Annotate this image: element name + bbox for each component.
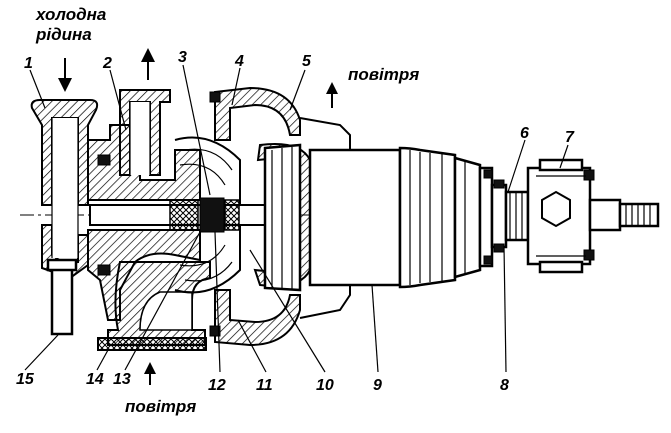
label-cold-liquid-1: холодна [35, 5, 106, 24]
callout-2: 2 [102, 55, 112, 72]
callout-6: 6 [520, 125, 529, 142]
callout-8: 8 [500, 377, 509, 394]
callout-10: 10 [316, 377, 334, 394]
callout-15: 15 [16, 371, 35, 388]
callout-13: 13 [113, 371, 131, 388]
drain-pipe [46, 258, 78, 336]
callout-12: 12 [208, 377, 226, 394]
coupling [483, 169, 530, 265]
callout-14: 14 [86, 371, 104, 388]
bolts [97, 91, 221, 337]
label-air-bottom: повітря [125, 397, 196, 416]
callout-1: 1 [24, 55, 33, 72]
callout-5: 5 [302, 53, 312, 70]
flow-arrows [58, 48, 338, 385]
gearbox [526, 158, 660, 274]
callout-9: 9 [373, 377, 382, 394]
callout-4: 4 [234, 53, 244, 70]
callout-7: 7 [565, 129, 575, 146]
callout-3: 3 [178, 49, 187, 66]
shaft [89, 197, 271, 233]
label-cold-liquid-2: рідина [35, 25, 92, 44]
callout-11: 11 [256, 377, 273, 394]
leader-lines [24, 64, 569, 373]
motor-body [308, 146, 494, 289]
label-air-top: повітря [348, 65, 419, 84]
